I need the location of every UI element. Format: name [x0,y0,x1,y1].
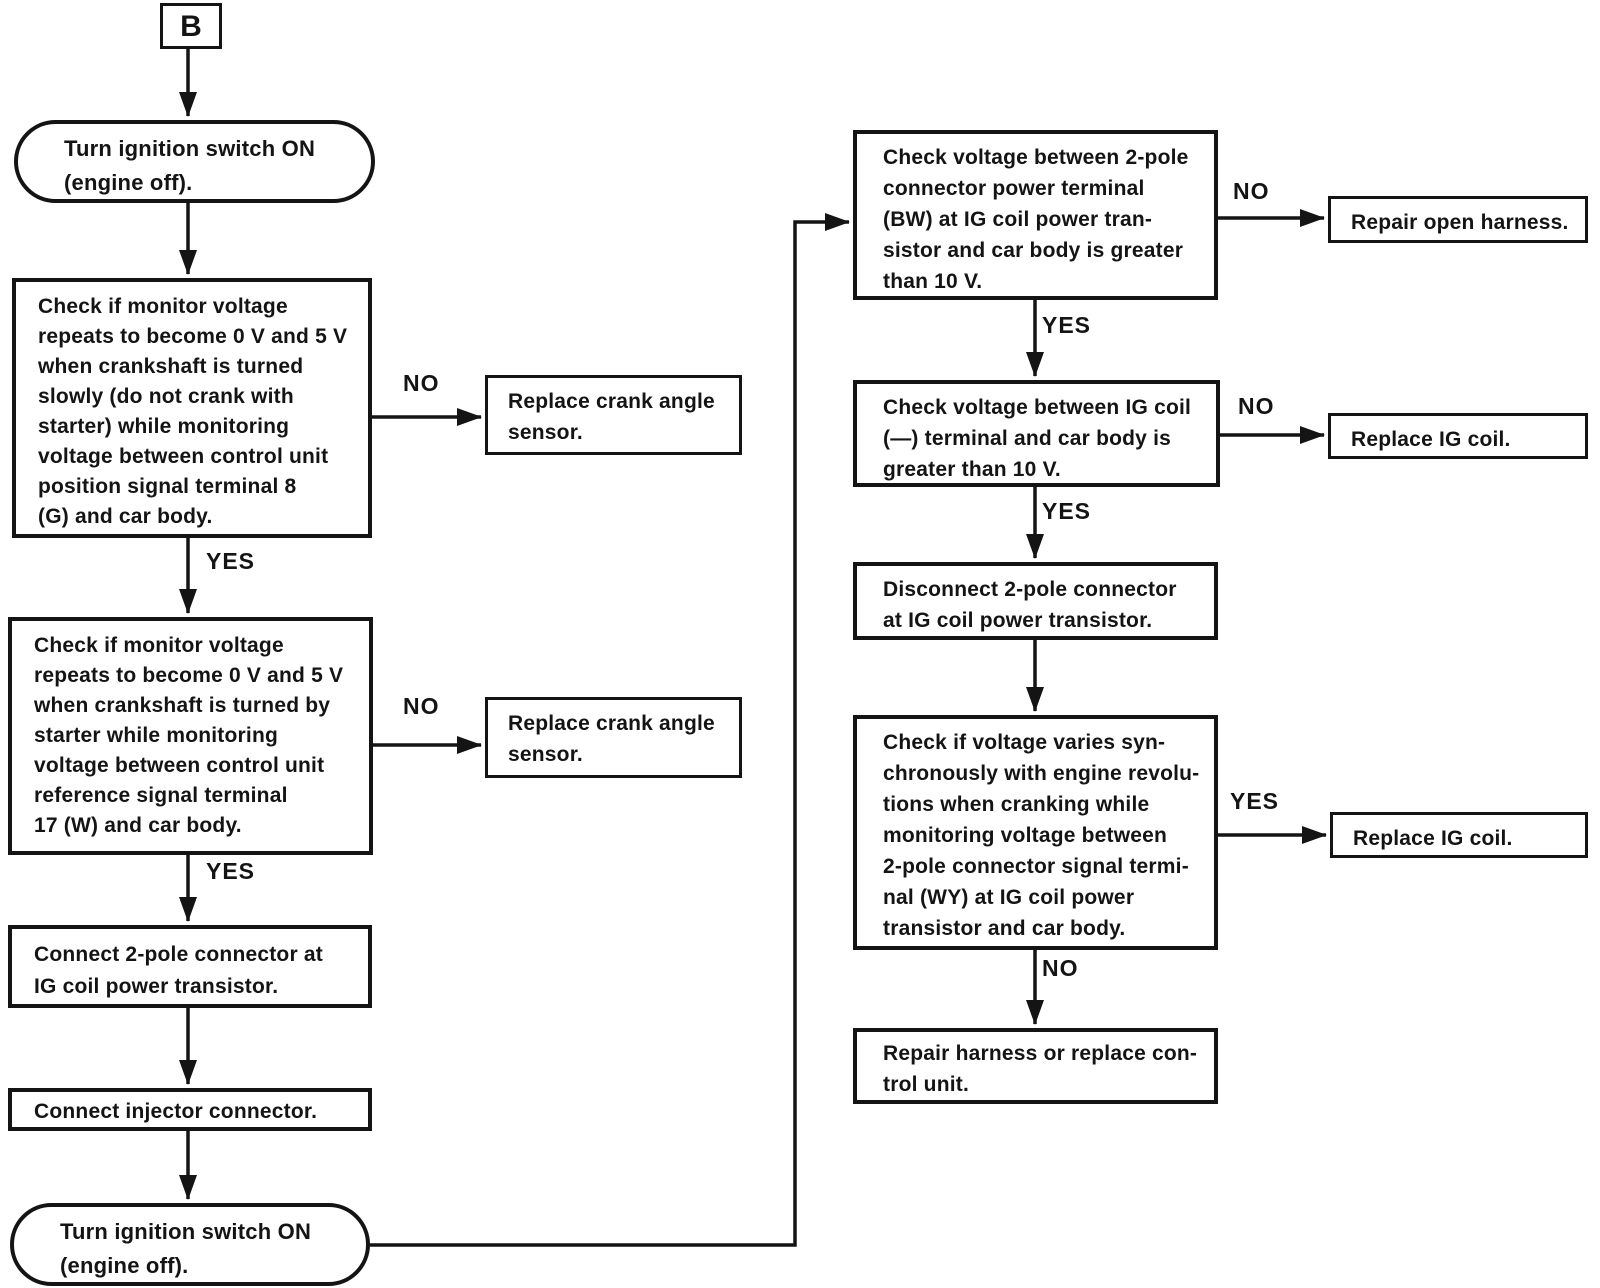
node-connect-2pole: Connect 2-pole connector at IG coil powe… [8,925,372,1008]
entry-connector-b: B [160,3,222,49]
label-no-voltage-2pole: NO [1233,178,1270,204]
node-check-voltage-igcoil: Check voltage between IG coil (—) termin… [853,380,1220,487]
label-yes-check2: YES [206,858,256,884]
node-replace-ig-coil-1: Replace IG coil. [1328,413,1588,459]
node-check-voltage-varies: Check if voltage varies syn- chronously … [853,715,1218,950]
node-connect-injector: Connect injector connector. [8,1088,372,1131]
node-start-bottom: Turn ignition switch ON (engine off). [10,1203,370,1286]
node-replace-crank-sensor-2: Replace crank angle sensor. [485,697,742,778]
connector-start-bottom-to-right-column [370,213,850,1247]
node-start-top: Turn ignition switch ON (engine off). [14,120,375,203]
node-repair-open-harness: Repair open harness. [1328,196,1588,243]
label-yes-voltage-varies: YES [1230,788,1280,814]
node-check-monitor-slow: Check if monitor voltage repeats to beco… [12,278,372,538]
label-no-check2: NO [403,693,440,719]
node-check-voltage-2pole: Check voltage between 2-pole connector p… [853,130,1218,300]
label-no-voltage-varies: NO [1042,955,1079,981]
node-replace-crank-sensor-1: Replace crank angle sensor. [485,375,742,455]
label-yes-check1: YES [206,548,256,574]
node-check-monitor-starter: Check if monitor voltage repeats to beco… [8,617,373,855]
label-no-check1: NO [403,370,440,396]
node-replace-ig-coil-2: Replace IG coil. [1330,812,1588,858]
node-repair-harness-control: Repair harness or replace con- trol unit… [853,1028,1218,1104]
node-disconnect-2pole: Disconnect 2-pole connector at IG coil p… [853,562,1218,640]
label-yes-voltage-igcoil: YES [1042,498,1092,524]
label-no-voltage-igcoil: NO [1238,393,1275,419]
label-yes-voltage-2pole: YES [1042,312,1092,338]
